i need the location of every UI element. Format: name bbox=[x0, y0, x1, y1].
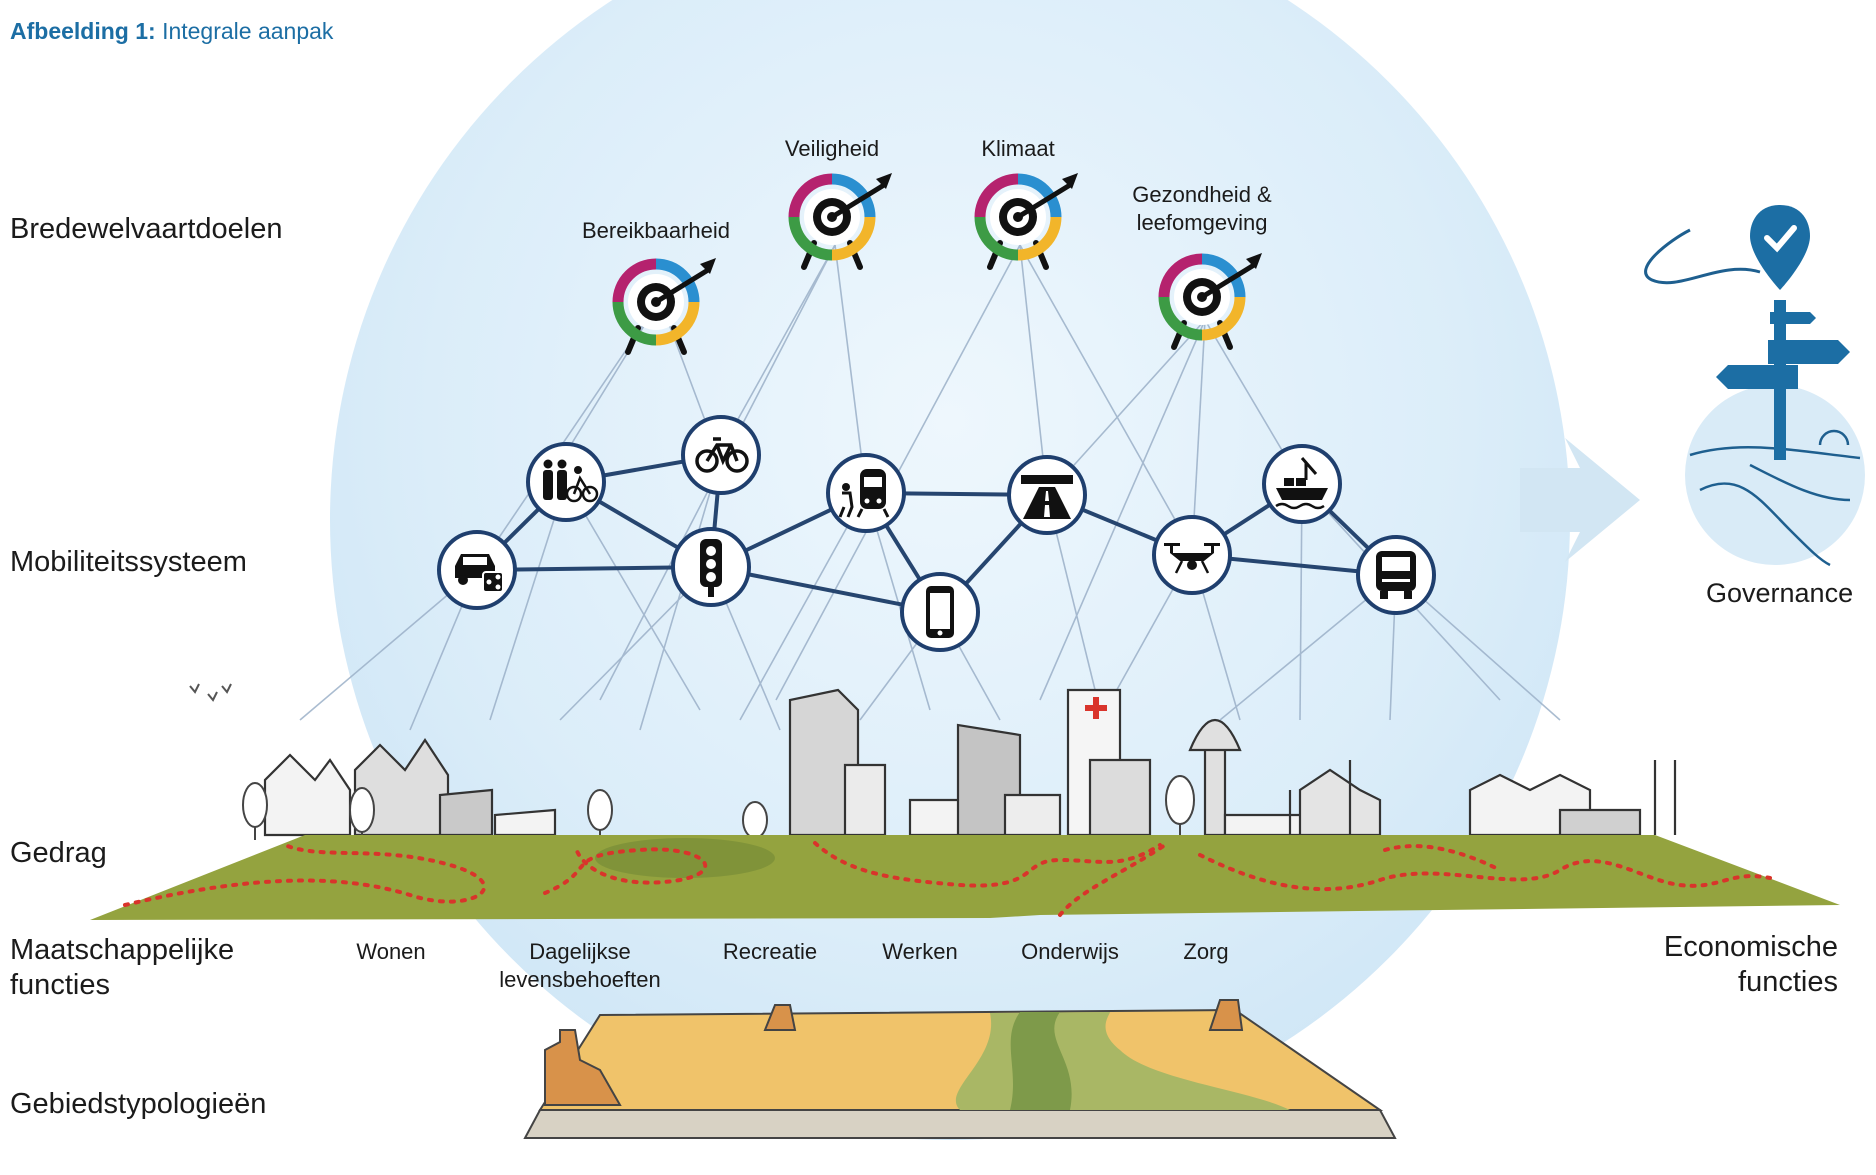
goal-label-gezondheid: Gezondheid & leefomgeving bbox=[1132, 181, 1271, 237]
layer-label-behavior: Gedrag bbox=[10, 837, 107, 869]
goal-label-line1: Veiligheid bbox=[784, 136, 880, 161]
goal-label-line1: Gezondheid & bbox=[1132, 182, 1272, 207]
layer-label-goals: Bredewelvaartdoelen bbox=[10, 213, 283, 245]
governance-landscape bbox=[1685, 385, 1865, 567]
governance-route-line bbox=[1644, 228, 1761, 285]
goal-label-line1: Bereikbaarheid bbox=[582, 218, 730, 243]
goal-target-bereikbaarheid bbox=[612, 258, 716, 355]
layer-label-social-line1: Maatschappelijke bbox=[10, 934, 235, 966]
economic-functions-label: Economische functies bbox=[1664, 930, 1838, 1000]
caption-prefix: Afbeelding 1: bbox=[10, 18, 156, 44]
governance-label: Governance bbox=[1706, 578, 1854, 608]
goal-target-gezondheid bbox=[1158, 253, 1262, 350]
truck-icon bbox=[1376, 551, 1416, 599]
layer-label-social-line2: functies bbox=[10, 969, 110, 1001]
mobility-node-truck bbox=[1356, 535, 1436, 615]
trees-sketch bbox=[242, 775, 1195, 846]
mobility-node-drone bbox=[1152, 515, 1232, 595]
goal-label-veiligheid: Veiligheid bbox=[785, 135, 879, 163]
highway-icon bbox=[1021, 475, 1073, 519]
goal-target-klimaat bbox=[974, 173, 1078, 270]
figure-caption: Afbeelding 1: Integrale aanpak bbox=[10, 18, 333, 45]
car-share-icon bbox=[455, 554, 504, 593]
birds-sketch bbox=[189, 683, 232, 702]
caption-title: Integrale aanpak bbox=[162, 18, 334, 44]
function-label-werken: Werken bbox=[882, 939, 958, 964]
park-area bbox=[595, 838, 775, 878]
area-typology-block bbox=[523, 999, 1397, 1139]
layer-label-social-functions: Maatschappelijke functies bbox=[10, 933, 234, 1003]
function-label-onderwijs: Onderwijs bbox=[1021, 939, 1119, 964]
mobility-node-smartphone bbox=[900, 572, 980, 652]
layer-label-area: Gebiedstypologieën bbox=[10, 1088, 267, 1120]
drone-icon bbox=[1164, 543, 1220, 574]
smartphone-icon bbox=[926, 586, 954, 638]
traffic-light-icon bbox=[700, 539, 722, 597]
goal-target-veiligheid bbox=[788, 173, 892, 270]
city-skyline-sketch bbox=[263, 688, 1677, 837]
mobility-node-public-transport bbox=[826, 453, 906, 533]
goal-label-line2: leefomgeving bbox=[1136, 210, 1268, 235]
mobility-node-ship-crane bbox=[1262, 444, 1342, 524]
function-label-dagelijkse: Dagelijkse levensbehoeften bbox=[499, 938, 660, 994]
function-label-zorg: Zorg bbox=[1183, 939, 1229, 964]
function-label-recreatie: Recreatie bbox=[722, 939, 818, 964]
ship-crane-icon bbox=[1275, 457, 1328, 510]
economic-label-line1: Economische bbox=[1663, 931, 1838, 963]
governance-arrow bbox=[1520, 438, 1640, 562]
function-label-line1: Dagelijkse bbox=[529, 939, 631, 964]
hospital-cross-sketch bbox=[1085, 697, 1107, 719]
behavior-routes bbox=[123, 841, 1772, 917]
public-transport-icon bbox=[838, 469, 890, 518]
bicycle-icon bbox=[695, 437, 749, 473]
goal-label-klimaat: Klimaat bbox=[981, 135, 1054, 163]
location-pin-check-icon bbox=[1750, 205, 1810, 290]
function-label-line2: levensbehoeften bbox=[499, 967, 661, 992]
mobility-node-bicycle bbox=[681, 415, 761, 495]
mobility-node-highway bbox=[1007, 455, 1087, 535]
mobility-node-pedestrian-cyclist bbox=[526, 442, 606, 522]
mobility-node-car-share bbox=[437, 530, 517, 610]
function-label-wonen: Wonen bbox=[356, 939, 426, 964]
layer-label-mobility: Mobiliteitssysteem bbox=[10, 546, 247, 578]
goal-label-line1: Klimaat bbox=[981, 136, 1055, 161]
mobility-node-traffic-light bbox=[671, 527, 751, 607]
goal-label-bereikbaarheid: Bereikbaarheid bbox=[582, 217, 730, 245]
economic-label-line2: functies bbox=[1738, 966, 1838, 998]
pedestrian-cyclist-icon bbox=[543, 459, 599, 503]
signpost-icon bbox=[1716, 300, 1850, 460]
ground-plane bbox=[90, 835, 1840, 920]
governance-illustration bbox=[1644, 205, 1865, 567]
